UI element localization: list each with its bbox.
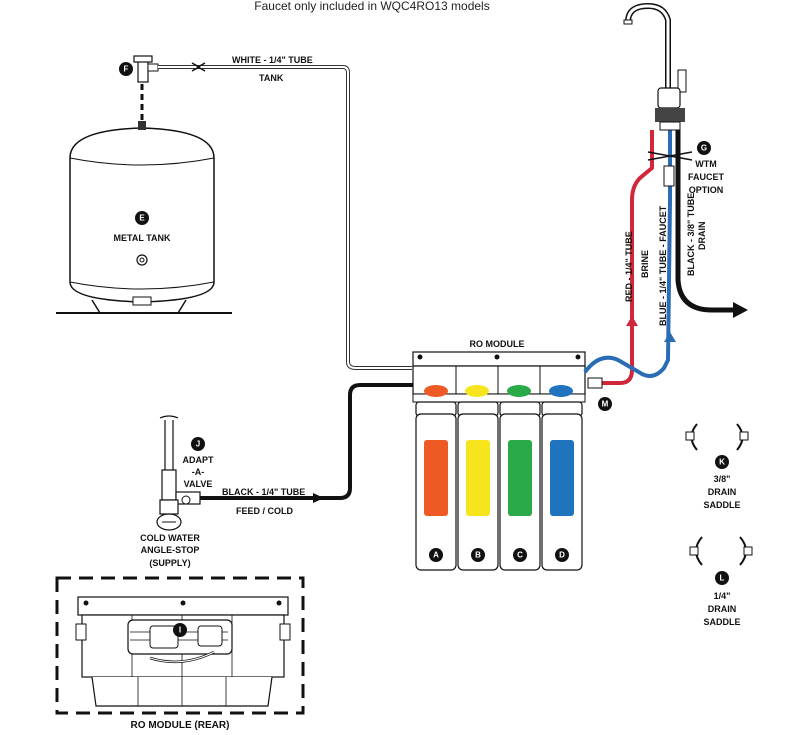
- badge-j-text: J: [196, 440, 200, 449]
- badge-l-text: L: [720, 574, 725, 583]
- wtm-label: WTM: [695, 159, 717, 169]
- feed-arrow-icon: [313, 493, 324, 503]
- drain-arrow-icon: [733, 302, 748, 318]
- badge-f-text: F: [124, 65, 129, 74]
- faucet-label: FAUCET: [688, 172, 725, 182]
- badge-i: [173, 623, 187, 637]
- badge-b-text: B: [475, 551, 481, 560]
- badge-a: [429, 548, 443, 562]
- saddle-14-saddle: SADDLE: [703, 617, 740, 627]
- black-tube-label: BLACK - 1/4" TUBE: [222, 487, 305, 497]
- drain-saddle-1-4: [689, 536, 753, 566]
- badge-e-text: E: [139, 214, 145, 223]
- drain-label: DRAIN: [697, 222, 707, 251]
- badge-b: [471, 548, 485, 562]
- badge-d-text: D: [559, 551, 565, 560]
- valve-label: VALVE: [184, 479, 213, 489]
- saddle-38-saddle: SADDLE: [703, 500, 740, 510]
- saddle-38-drain: DRAIN: [708, 487, 737, 497]
- cap-a: [424, 385, 448, 397]
- header-note: Faucet only included in WQC4RO13 models: [254, 0, 489, 13]
- badge-k: [715, 455, 729, 469]
- a-label: -A-: [192, 467, 205, 477]
- rear-view-frame: [55, 576, 305, 715]
- red-tube-label: RED - 1/4" TUBE: [624, 231, 634, 302]
- badge-d: [555, 548, 569, 562]
- white-tube-label: WHITE - 1/4" TUBE: [232, 55, 313, 65]
- faucet: [623, 2, 693, 187]
- cap-c: [507, 385, 531, 397]
- angle-stop-label: ANGLE-STOP: [141, 545, 200, 555]
- cap-d: [549, 385, 573, 397]
- faucet-arrow-icon: [664, 332, 676, 342]
- metal-tank-label: METAL TANK: [114, 233, 171, 243]
- drain-saddle-3-8: [685, 423, 749, 451]
- ro-module-rear: [75, 596, 291, 707]
- tank-valve: [133, 55, 159, 83]
- filter-d: [541, 401, 583, 571]
- badge-m: [598, 397, 612, 411]
- brine-label: BRINE: [640, 250, 650, 278]
- supply-label: (SUPPLY): [149, 558, 190, 568]
- filter-a: [415, 401, 457, 571]
- saddle-14-size: 1/4": [714, 591, 731, 601]
- badge-i-text: I: [179, 626, 181, 635]
- badge-g: [697, 141, 711, 155]
- filter-b: [457, 401, 499, 571]
- red-brine-tube: [596, 130, 654, 385]
- ro-module-label: RO MODULE: [470, 339, 525, 349]
- badge-j: [191, 437, 205, 451]
- feed-cold-label: FEED / COLD: [236, 506, 294, 516]
- option-label: OPTION: [689, 185, 724, 195]
- cap-b: [465, 385, 489, 397]
- badge-e: [135, 211, 149, 225]
- adapt-label: ADAPT: [183, 455, 215, 465]
- badge-c: [513, 548, 527, 562]
- badge-c-text: C: [517, 551, 523, 560]
- saddle-38-size: 3/8": [714, 474, 731, 484]
- blue-tube-label: BLUE - 1/4" TUBE - FAUCET: [658, 205, 668, 326]
- ro-module-rear-label: RO MODULE (REAR): [131, 720, 230, 731]
- cold-water-label: COLD WATER: [140, 533, 200, 543]
- blue-faucet-tube: [583, 130, 672, 378]
- brine-arrow-icon: [626, 316, 638, 326]
- flow-arrow-icon: [191, 62, 206, 72]
- adapt-a-valve: [156, 415, 201, 531]
- badge-f: [119, 62, 133, 76]
- black-drain-tube: [675, 130, 738, 313]
- badge-a-text: A: [433, 551, 439, 560]
- filter-c: [499, 401, 541, 571]
- black-drain-label: BLACK - 3/8" TUBE: [686, 193, 696, 276]
- badge-k-text: K: [719, 458, 725, 467]
- tank-label: TANK: [259, 73, 284, 83]
- black-feed-tube: [200, 383, 414, 500]
- badge-l: [715, 571, 729, 585]
- badge-m-text: M: [602, 400, 609, 409]
- saddle-14-drain: DRAIN: [708, 604, 737, 614]
- badge-g-text: G: [701, 144, 707, 153]
